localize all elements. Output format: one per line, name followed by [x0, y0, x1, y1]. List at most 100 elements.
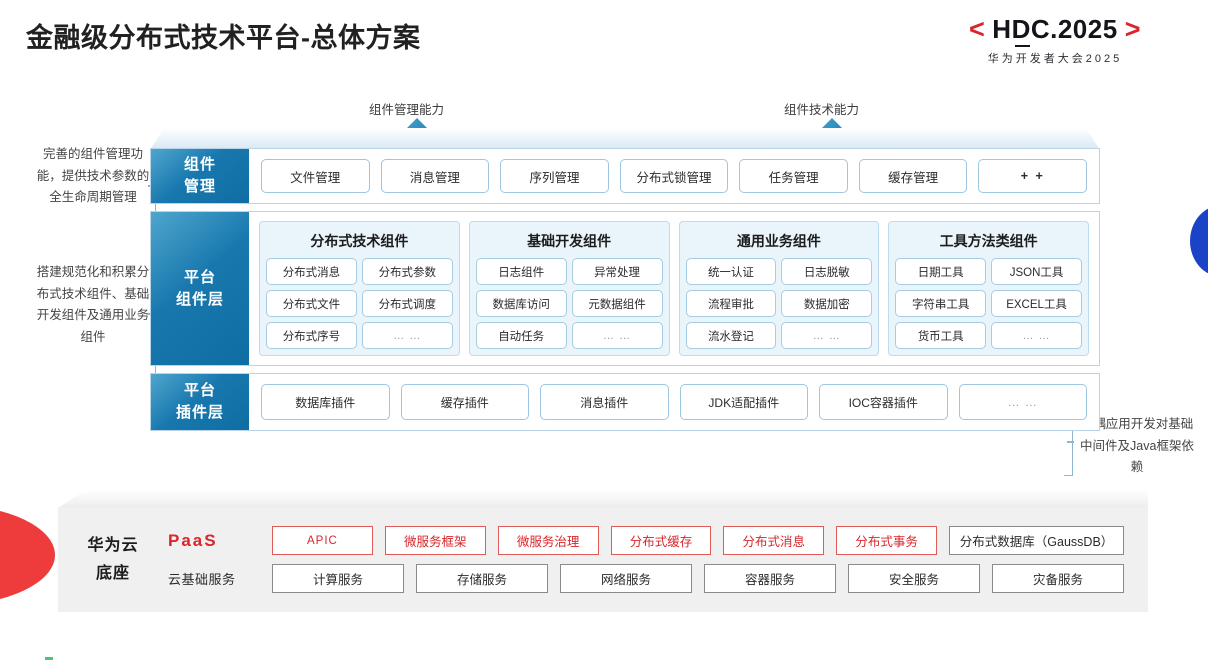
- layer-tab-line-1: 平台: [183, 268, 216, 286]
- cell-date-tool[interactable]: 日期工具: [895, 258, 987, 285]
- bracket-nub-right: [1067, 441, 1074, 443]
- layer-platform-component: 平台 组件层 分布式技术组件 分布式消息 分布式参数 分布式文件 分布式调度 分…: [150, 211, 1100, 366]
- cell-database-access[interactable]: 数据库访问: [475, 290, 567, 317]
- group-grid-distributed-tech: 分布式消息 分布式参数 分布式文件 分布式调度 分布式序号 … …: [266, 258, 453, 349]
- paas-item-distributed-transaction[interactable]: 分布式事务: [836, 526, 938, 555]
- cell-transaction-registration[interactable]: 流水登记: [685, 322, 777, 349]
- cell-more-distributed-tech[interactable]: … …: [361, 322, 453, 349]
- right-bracket-icon: >: [1124, 14, 1141, 44]
- arrow-label-component-management: 组件管理能力: [369, 103, 445, 117]
- platform-stack: 组件 管理 文件管理 消息管理 序列管理 分布式锁管理 任务管理 缓存管理 + …: [150, 148, 1100, 438]
- hdc-logo-text-wrap: HDC.2025: [992, 14, 1118, 47]
- layer-body-component-management: 文件管理 消息管理 序列管理 分布式锁管理 任务管理 缓存管理 + +: [249, 149, 1099, 203]
- cell-distributed-message[interactable]: 分布式消息: [266, 258, 357, 285]
- cell-exception-handling[interactable]: 异常处理: [571, 258, 663, 285]
- infra-item-security[interactable]: 安全服务: [848, 564, 980, 593]
- layer-body-platform-component: 分布式技术组件 分布式消息 分布式参数 分布式文件 分布式调度 分布式序号 … …: [249, 212, 1099, 365]
- paas-item-distributed-message[interactable]: 分布式消息: [723, 526, 825, 555]
- hdc-logo-subtitle: 华为开发者大会2025: [987, 53, 1123, 65]
- plugin-cache[interactable]: 缓存插件: [400, 384, 529, 420]
- group-title-general-business: 通用业务组件: [736, 233, 821, 249]
- chip-task-management[interactable]: 任务管理: [739, 159, 848, 193]
- chip-sequence-management[interactable]: 序列管理: [500, 159, 609, 193]
- layer-tab-line-1: 组件: [183, 156, 216, 174]
- base-title-line-2: 底座: [95, 564, 130, 582]
- layer-platform-plugin: 平台 插件层 数据库插件 缓存插件 消息插件 JDK适配插件 IOC容器插件 ……: [150, 373, 1100, 431]
- chip-cache-management[interactable]: 缓存管理: [858, 159, 968, 193]
- cell-unified-authentication[interactable]: 统一认证: [685, 258, 777, 285]
- plugin-message[interactable]: 消息插件: [540, 384, 669, 420]
- layer-tab-component-management: 组件 管理: [151, 149, 249, 203]
- cell-more-general-business[interactable]: … …: [781, 322, 873, 349]
- cell-string-tool[interactable]: 字符串工具: [895, 290, 987, 317]
- cell-distributed-schedule[interactable]: 分布式调度: [361, 290, 453, 317]
- left-bracket-icon: <: [969, 14, 986, 44]
- infra-item-network[interactable]: 网络服务: [560, 564, 692, 593]
- group-basic-development: 基础开发组件 日志组件 异常处理 数据库访问 元数据组件 自动任务 … …: [468, 221, 670, 356]
- side-note-left-top: 完善的组件管理功能，提供技术参数的全生命周期管理: [36, 147, 150, 204]
- layer-tab-line-2: 插件层: [175, 404, 224, 421]
- paas-item-microservice-framework[interactable]: 微服务框架: [384, 526, 486, 555]
- infra-label: 云基础服务: [168, 572, 236, 587]
- plugin-database[interactable]: 数据库插件: [261, 384, 390, 420]
- base-title-line-1: 华为云: [87, 537, 139, 555]
- chip-file-management[interactable]: 文件管理: [261, 159, 370, 193]
- arrow-label-component-technology: 组件技术能力: [784, 103, 860, 117]
- hdc-logo-text: HDC.2025: [992, 14, 1118, 44]
- paas-item-distributed-cache[interactable]: 分布式缓存: [610, 526, 712, 555]
- plugin-jdk-adapter[interactable]: JDK适配插件: [679, 384, 808, 420]
- plugin-more[interactable]: … …: [958, 384, 1087, 420]
- red-wedge-decoration: [0, 505, 55, 605]
- cell-process-approval[interactable]: 流程审批: [685, 290, 777, 317]
- group-title-distributed-tech: 分布式技术组件: [310, 233, 409, 249]
- layer-tab-line-1: 平台: [183, 382, 216, 400]
- layer-tab-line-2: 组件层: [175, 290, 224, 308]
- cell-distributed-sequence[interactable]: 分布式序号: [266, 322, 357, 349]
- layer-tab-line-2: 管理: [183, 178, 216, 195]
- group-distributed-tech: 分布式技术组件 分布式消息 分布式参数 分布式文件 分布式调度 分布式序号 … …: [259, 221, 460, 356]
- cell-metadata-component[interactable]: 元数据组件: [571, 290, 663, 317]
- side-note-right: 解耦应用开发对基础中间件及Java框架依赖: [1080, 417, 1194, 474]
- base-title: 华为云 底座: [58, 532, 168, 586]
- chip-message-management[interactable]: 消息管理: [380, 159, 490, 193]
- cell-distributed-file[interactable]: 分布式文件: [266, 290, 357, 317]
- base-row-infra: 云基础服务 计算服务 存储服务 网络服务 容器服务 安全服务 灾备服务: [168, 564, 1124, 593]
- layer-tab-platform-plugin: 平台 插件层: [151, 374, 249, 430]
- side-note-left-middle: 搭建规范化和积累分布式技术组件、基础开发组件及通用业务组件: [36, 265, 150, 344]
- base-row-paas: PaaS APIC 微服务框架 微服务治理 分布式缓存 分布式消息 分布式事务 …: [168, 526, 1125, 555]
- layer-component-management: 组件 管理 文件管理 消息管理 序列管理 分布式锁管理 任务管理 缓存管理 + …: [150, 148, 1100, 204]
- cell-more-basic-development[interactable]: … …: [571, 322, 663, 349]
- cell-data-encryption[interactable]: 数据加密: [781, 290, 873, 317]
- infra-item-container[interactable]: 容器服务: [704, 564, 836, 593]
- cell-currency-tool[interactable]: 货币工具: [895, 322, 987, 349]
- paas-item-apic[interactable]: APIC: [272, 526, 373, 555]
- huawei-cloud-base: 华为云 底座 PaaS APIC 微服务框架 微服务治理 分布式缓存 分布式消息…: [58, 507, 1148, 612]
- chip-more[interactable]: + +: [978, 159, 1088, 193]
- cell-log-desensitization[interactable]: 日志脱敏: [781, 258, 873, 285]
- group-title-basic-development: 基础开发组件: [527, 233, 612, 249]
- group-tool-methods: 工具方法类组件 日期工具 JSON工具 字符串工具 EXCEL工具 货币工具 ……: [888, 221, 1089, 356]
- paas-item-distributed-database[interactable]: 分布式数据库（GaussDB）: [949, 526, 1125, 555]
- base-bevel: [58, 490, 1148, 508]
- chip-distributed-lock-management[interactable]: 分布式锁管理: [619, 159, 729, 193]
- cell-excel-tool[interactable]: EXCEL工具: [991, 290, 1082, 317]
- cell-auto-task[interactable]: 自动任务: [475, 322, 567, 349]
- cell-more-tool-methods[interactable]: … …: [991, 322, 1082, 349]
- cell-json-tool[interactable]: JSON工具: [991, 258, 1082, 285]
- group-general-business: 通用业务组件 统一认证 日志脱敏 流程审批 数据加密 流水登记 … …: [678, 221, 880, 356]
- cell-distributed-parameter[interactable]: 分布式参数: [361, 258, 453, 285]
- infra-item-disaster-recovery[interactable]: 灾备服务: [992, 564, 1124, 593]
- hdc-logo-main: < HDC.2025 >: [920, 14, 1190, 47]
- cell-log-component[interactable]: 日志组件: [475, 258, 567, 285]
- layer-tab-platform-component: 平台 组件层: [151, 212, 249, 365]
- infra-item-compute[interactable]: 计算服务: [272, 564, 404, 593]
- green-marker-decoration: [45, 657, 53, 660]
- hdc-underline-mark: [1015, 45, 1031, 47]
- paas-item-microservice-governance[interactable]: 微服务治理: [497, 526, 599, 555]
- group-grid-basic-development: 日志组件 异常处理 数据库访问 元数据组件 自动任务 … …: [475, 258, 663, 349]
- blue-lens-decoration: [1190, 205, 1208, 277]
- infra-item-storage[interactable]: 存储服务: [416, 564, 548, 593]
- hdc-logo: < HDC.2025 > 华为开发者大会2025: [920, 14, 1190, 66]
- plugin-ioc-container[interactable]: IOC容器插件: [819, 384, 948, 420]
- base-rows: PaaS APIC 微服务框架 微服务治理 分布式缓存 分布式消息 分布式事务 …: [168, 526, 1148, 593]
